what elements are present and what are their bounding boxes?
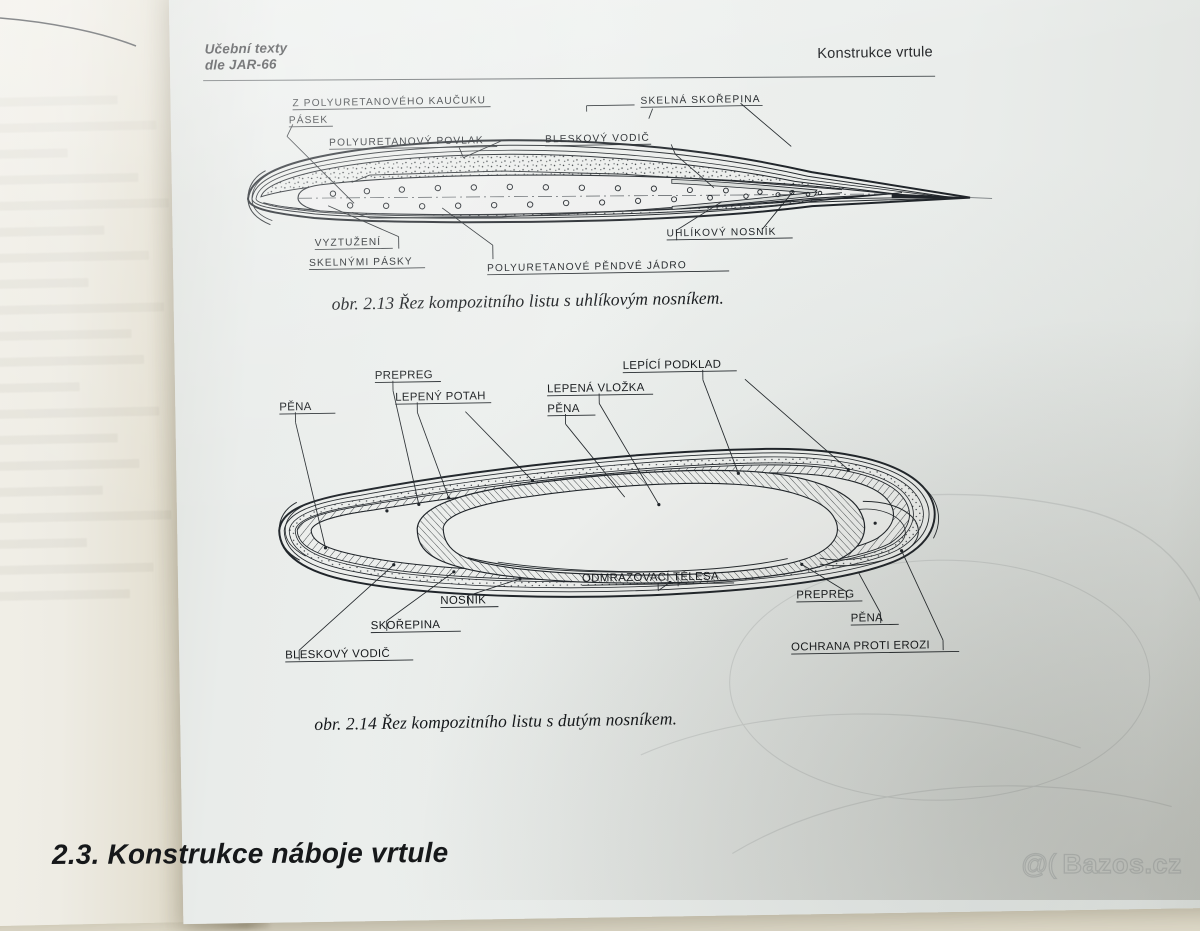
label-bleskovy-vodic: BLESKOVÝ VODIČ: [285, 647, 390, 662]
figure-2-13: Z POLYURETANOVÉHO KAUČUKU PÁSEK POLYURET…: [200, 76, 993, 288]
label-penove-jadro: POLYURETANOVÉ PĚNDVÉ JÁDRO: [487, 258, 687, 274]
label-kaucuk-pasek-line2: PÁSEK: [289, 113, 329, 127]
figure-2-13-leader-lines: [286, 102, 795, 260]
label-vyztuzeni-line2: SKELNÝMI PÁSKY: [309, 254, 413, 269]
page-edge-curve: [0, 0, 260, 70]
label-polyuretanovy-povlak: POLYURETANOVÝ POVLAK: [329, 133, 484, 148]
label-prepreg-top: PREPREG: [375, 369, 433, 382]
label-pena-top: PĚNA: [547, 402, 580, 416]
figure-2-13-caption: obr. 2.13 Řez kompozitního listu s uhlík…: [331, 287, 725, 314]
label-lepici-podklad: LEPÍCÍ PODKLAD: [623, 358, 722, 373]
figure-2-14-labels: PĚNA PREPREG LEPENÝ POTAH LEPENÁ VLOŽKA …: [279, 358, 960, 663]
label-skelna-skorepina: SKELNÁ SKOŘEPINA: [640, 92, 760, 107]
label-lepeny-potah: LEPENÝ POTAH: [395, 389, 486, 403]
running-head-left-line2: dle JAR-66: [204, 56, 277, 73]
watermark-text: Bazos.cz: [1062, 849, 1182, 879]
figure-2-14: PĚNA PREPREG LEPENÝ POTAH LEPENÁ VLOŽKA …: [265, 349, 990, 690]
running-head-right: Konstrukce vrtule: [817, 44, 933, 63]
watermark: @( Bazos.cz: [1020, 849, 1182, 879]
book-page: Učební texty dle JAR-66 Konstrukce vrtul…: [168, 0, 1200, 925]
figure-2-14-leader-lines: [294, 369, 944, 661]
label-kaucuk-pasek-line1: Z POLYURETANOVÉHO KAUČUKU: [292, 93, 486, 109]
label-prepreg-bottom: PREPREG: [796, 589, 854, 602]
label-odmrazovaci-telesa: ODMRAZOVACÍ TĚLESA: [582, 570, 719, 585]
label-vyztuzeni-line1: VYZTUŽENÍ: [315, 235, 382, 249]
label-skorepina: SKOŘEPINA: [371, 618, 441, 632]
airfoil-section-hollow-spar: [278, 447, 939, 598]
section-heading: 2.3. Konstrukce náboje vrtule: [51, 836, 449, 871]
label-bleskovy-vodic: BLESKOVÝ VODIČ: [545, 131, 650, 146]
label-pena-left: PĚNA: [279, 400, 312, 414]
label-pena-bottom: PĚNA: [851, 611, 884, 625]
figure-2-13-labels: Z POLYURETANOVÉHO KAUČUKU PÁSEK POLYURET…: [289, 92, 793, 276]
running-head-left: Učební texty dle JAR-66: [205, 40, 288, 73]
label-lepena-vlozka: LEPENÁ VLOŽKA: [547, 381, 645, 396]
running-head-left-line1: Učební texty: [204, 40, 288, 57]
label-uhlikovy-nosnik: UHLÍKOVÝ NOSNÍK: [666, 225, 776, 240]
airfoil-section-carbon-spar: [246, 139, 993, 226]
watermark-mark: @(: [1020, 849, 1057, 879]
label-ochrana-proti-erozi: OCHRANA PROTI EROZI: [791, 639, 930, 653]
label-nosnik: NOSNÍK: [440, 593, 486, 607]
